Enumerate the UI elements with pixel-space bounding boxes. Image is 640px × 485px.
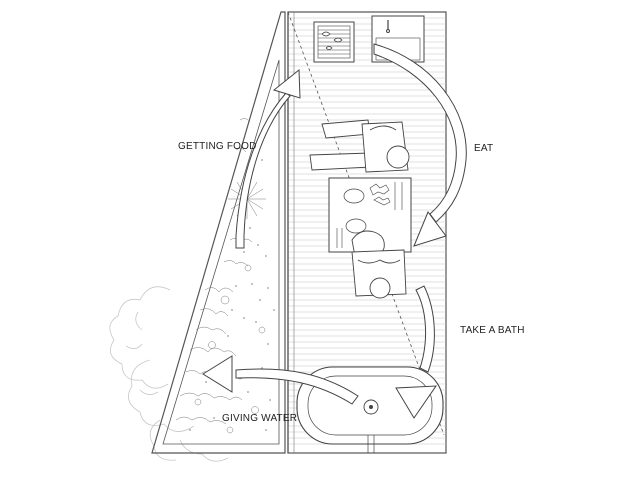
garden-wall (151, 11, 286, 454)
arrowhead-getting-food (272, 68, 301, 99)
arrow-giving-water (235, 368, 359, 405)
label-getting-food: GETTING FOOD (178, 141, 257, 152)
flow-arrows (202, 43, 467, 419)
arrowhead-eat (413, 210, 447, 247)
arrowhead-take-a-bath (395, 385, 437, 419)
person-seated-top (309, 119, 410, 173)
arrow-getting-food (235, 92, 291, 249)
arrow-take-a-bath (415, 285, 435, 373)
label-eat: EAT (474, 143, 494, 154)
label-take-a-bath: TAKE A BATH (460, 325, 525, 336)
grill (313, 21, 355, 63)
label-giving-water: GIVING WATER (222, 413, 298, 424)
person-seated-bottom (351, 230, 407, 299)
tree-outline (109, 286, 229, 462)
arrowhead-giving-water (202, 355, 233, 393)
